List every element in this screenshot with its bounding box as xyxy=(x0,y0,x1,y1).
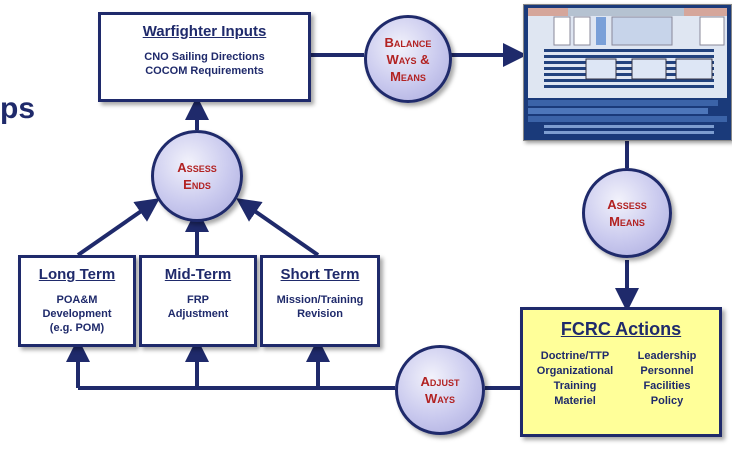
mid-term-line: FRP xyxy=(187,294,209,306)
fcrc-item: Facilities xyxy=(643,380,691,392)
embedded-chart-thumbnail xyxy=(523,4,732,141)
inputs-line: CNO Sailing Directions xyxy=(144,51,265,63)
long-term-line: POA&M xyxy=(56,294,98,306)
fcrc-item: Organizational xyxy=(536,365,614,377)
short-term-title: Short Term xyxy=(280,266,360,283)
warfighter-inputs-title: Warfighter Inputs xyxy=(142,23,267,40)
assess-means-circle: Assess Means xyxy=(582,168,672,258)
arrow-short-to-assess-ends xyxy=(236,198,320,257)
balance-ways-means-circle: Balance Ways & Means xyxy=(364,15,452,103)
heading-fragment: ps xyxy=(0,92,36,125)
balance-line: Ways & xyxy=(386,51,430,67)
short-term-line: Revision xyxy=(297,308,343,320)
assess-means-line: Means xyxy=(609,214,645,229)
adjust-ways-line: Ways xyxy=(425,391,455,406)
fcrc-item: Doctrine/TTP xyxy=(540,350,610,362)
adjust-ways-line: Adjust xyxy=(420,374,460,389)
assess-ends-circle: Assess Ends xyxy=(151,130,243,222)
fcrc-item: Materiel xyxy=(554,395,596,407)
long-term-title: Long Term xyxy=(38,266,116,283)
long-term-line: (e.g. POM) xyxy=(49,322,105,334)
fcrc-item: Personnel xyxy=(640,365,694,377)
fcrc-item: Leadership xyxy=(637,350,697,362)
balance-line: Balance xyxy=(384,34,432,50)
assess-means-line: Assess xyxy=(607,197,647,212)
mid-term-line: Adjustment xyxy=(167,308,229,320)
thumbnail-picture xyxy=(524,5,731,140)
arrow-long-to-assess-ends xyxy=(76,198,160,257)
fcrc-actions-box: FCRC Actions Doctrine/TTP Leadership Org… xyxy=(520,307,722,437)
mid-term-box: Mid-Term FRP Adjustment xyxy=(139,255,257,347)
adjust-ways-circle: Adjust Ways xyxy=(395,345,485,435)
fcrc-item: Training xyxy=(553,380,597,392)
short-term-line: Mission/Training xyxy=(276,294,364,306)
short-term-box: Short Term Mission/Training Revision xyxy=(260,255,380,347)
fcrc-title: FCRC Actions xyxy=(560,319,682,339)
warfighter-inputs-box: Warfighter Inputs CNO Sailing Directions… xyxy=(98,12,311,102)
long-term-line: Development xyxy=(42,308,112,320)
balance-line: Means xyxy=(390,68,426,84)
inputs-line: COCOM Requirements xyxy=(145,65,264,77)
mid-term-title: Mid-Term xyxy=(164,266,232,283)
fcrc-item: Policy xyxy=(650,395,684,407)
assess-ends-line: Assess xyxy=(177,160,217,175)
long-term-box: Long Term POA&M Development (e.g. POM) xyxy=(18,255,136,347)
assess-ends-line: Ends xyxy=(183,177,211,192)
